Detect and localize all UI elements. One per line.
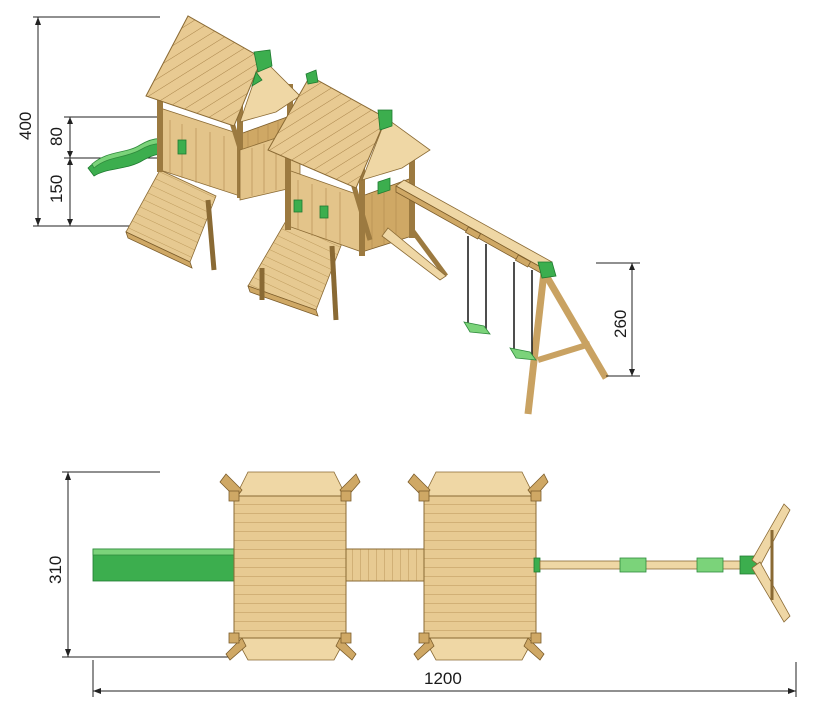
a-frame-bracket xyxy=(537,261,557,279)
swing-a-frame xyxy=(524,261,610,415)
dimension-label-1200: 1200 xyxy=(424,669,462,688)
handle-green xyxy=(177,139,187,155)
post xyxy=(340,632,352,644)
tower-1-ramp-top xyxy=(235,471,347,497)
ramp-1 xyxy=(125,169,217,271)
swing-seat xyxy=(509,347,537,361)
tower-2-deck xyxy=(423,495,537,639)
roof-2 xyxy=(267,69,431,189)
arrow-head xyxy=(35,218,41,226)
arrow-head xyxy=(67,158,73,165)
a-frame-crossbar xyxy=(537,341,591,363)
roof-1 xyxy=(145,15,301,127)
post xyxy=(228,490,240,502)
post xyxy=(228,632,240,644)
dimension-label-150: 150 xyxy=(47,175,66,203)
dimension-label-260: 260 xyxy=(611,310,630,338)
swing-hanger xyxy=(696,557,724,573)
arrow-head xyxy=(67,151,73,158)
post xyxy=(530,632,542,644)
roof-1-back xyxy=(239,57,301,123)
dimension-label-400: 400 xyxy=(16,112,35,140)
arrow-head xyxy=(93,688,101,694)
arrow-head xyxy=(65,649,71,657)
tower-1-deck xyxy=(233,495,347,639)
post xyxy=(530,490,542,502)
swing-seat xyxy=(463,321,491,335)
beam-bracket xyxy=(533,557,541,573)
roof-2-back xyxy=(361,117,431,181)
arrow-head xyxy=(67,117,73,124)
width-dimension: 310 xyxy=(46,471,232,658)
ramp-2-edge xyxy=(247,285,319,317)
arrow-head xyxy=(35,17,41,25)
tower-2-plan xyxy=(407,471,549,661)
roof-2-bracket xyxy=(305,69,319,85)
length-dimension: 1200 xyxy=(92,660,797,697)
dimension-label-80: 80 xyxy=(47,127,66,146)
brace xyxy=(523,637,545,661)
a-frame-leg-back xyxy=(540,270,610,380)
isometric-view: 400 80 150 xyxy=(16,15,640,415)
tower-2-bracket xyxy=(377,177,391,195)
post xyxy=(418,632,430,644)
post xyxy=(340,490,352,502)
a-frame-leg-front xyxy=(524,271,548,415)
tower-1-plan xyxy=(219,471,361,661)
tower-2-ramp-bottom xyxy=(423,637,535,661)
swing-hook xyxy=(464,226,482,240)
post xyxy=(418,490,430,502)
height-dimensions-left: 400 80 150 xyxy=(16,16,160,227)
ramp-2-leg xyxy=(329,245,339,321)
tower-2-ramp-top xyxy=(423,471,535,497)
roof-1-bracket xyxy=(251,71,263,87)
swing-hanger xyxy=(619,557,647,573)
swing-beam-plan xyxy=(539,503,791,623)
handle-green xyxy=(319,205,329,219)
roof-1-bracket xyxy=(253,49,273,73)
tower-1-ramp-bottom xyxy=(235,637,347,661)
handle-green xyxy=(293,199,303,213)
swing-hook xyxy=(514,254,532,268)
slide-plan-rail xyxy=(92,548,236,556)
dimension-label-310: 310 xyxy=(46,556,65,584)
arrow-head xyxy=(629,369,635,376)
brace xyxy=(335,637,357,661)
height-dimension-right: 260 xyxy=(596,262,640,377)
swing-2 xyxy=(509,262,537,361)
plan-view: 310 xyxy=(46,471,797,697)
arrow-head xyxy=(629,263,635,270)
roof-2-bracket xyxy=(377,109,393,131)
arrow-head xyxy=(788,688,796,694)
tower-2-back-legs xyxy=(381,227,449,281)
bridge-plan xyxy=(345,548,425,582)
ramp-1-leg xyxy=(205,199,217,271)
arrow-head xyxy=(65,472,71,480)
ramp-1-edge xyxy=(125,231,193,269)
arrow-head xyxy=(67,219,73,226)
ramp-2 xyxy=(247,213,345,321)
swing-1 xyxy=(463,236,491,335)
